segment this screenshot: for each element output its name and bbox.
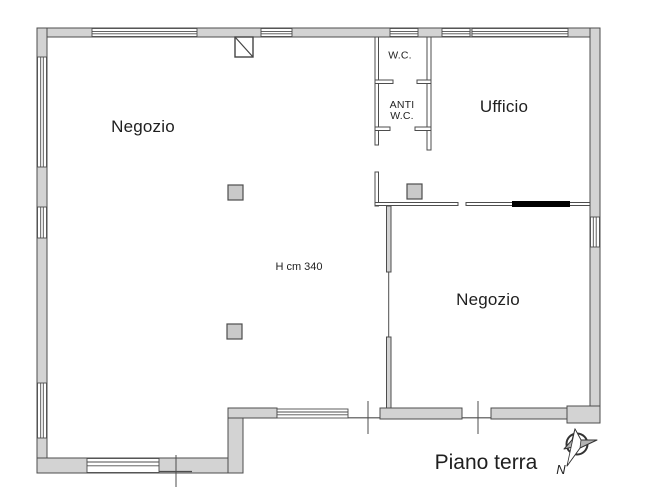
- pillar-3: [406, 183, 423, 200]
- wall-antiwc-bottom-right: [414, 126, 432, 131]
- room-label-negozio-2: Negozio: [456, 290, 520, 310]
- wall-antiwc-bottom-left: [374, 126, 391, 131]
- window-top-5: [471, 28, 569, 37]
- floor-title: Piano terra: [434, 450, 538, 474]
- exterior-walls: [36, 27, 601, 474]
- room-label-wc: W.C.: [388, 49, 412, 62]
- wall-wc-left-upper: [374, 36, 379, 146]
- height-annotation: H cm 340: [275, 261, 323, 274]
- wall-wc-left-lower: [374, 171, 379, 207]
- wall-wc-divider-left: [374, 79, 394, 84]
- wall-bottom-corner: [566, 405, 601, 424]
- window-left-2: [37, 206, 47, 239]
- wall-divider-upper: [386, 205, 392, 273]
- windows: [37, 28, 600, 473]
- wall-wc-right: [426, 36, 432, 151]
- pillars: [226, 183, 423, 340]
- section-tick-marks: [175, 401, 479, 487]
- compass-rose-icon: [563, 427, 598, 467]
- window-top-3: [389, 28, 419, 37]
- room-label-negozio-main: Negozio: [111, 117, 175, 137]
- wall-bottom-right: [490, 407, 568, 420]
- wall-wc-divider-right: [416, 79, 432, 84]
- wall-divider-lower: [386, 336, 392, 409]
- room-label-anti-wc: ANTI W.C.: [389, 98, 415, 122]
- room-label-ufficio: Ufficio: [479, 97, 529, 117]
- wall-step-ledge: [227, 407, 278, 419]
- window-right: [590, 216, 600, 248]
- compass-north-label: N: [556, 462, 566, 478]
- door-marker-black-bar: [512, 201, 570, 207]
- window-step: [276, 408, 349, 419]
- window-top-4: [441, 28, 471, 37]
- wall-ufficio-bottom-left: [374, 202, 459, 206]
- window-top-2: [260, 28, 293, 37]
- flue-diagonal-box-icon: [234, 36, 254, 58]
- window-left-3: [37, 382, 47, 439]
- pillar-2: [226, 323, 243, 340]
- window-top-1: [91, 28, 198, 37]
- wall-bottom-mid: [379, 407, 463, 420]
- pillar-1: [227, 184, 244, 201]
- window-left-1: [37, 56, 47, 168]
